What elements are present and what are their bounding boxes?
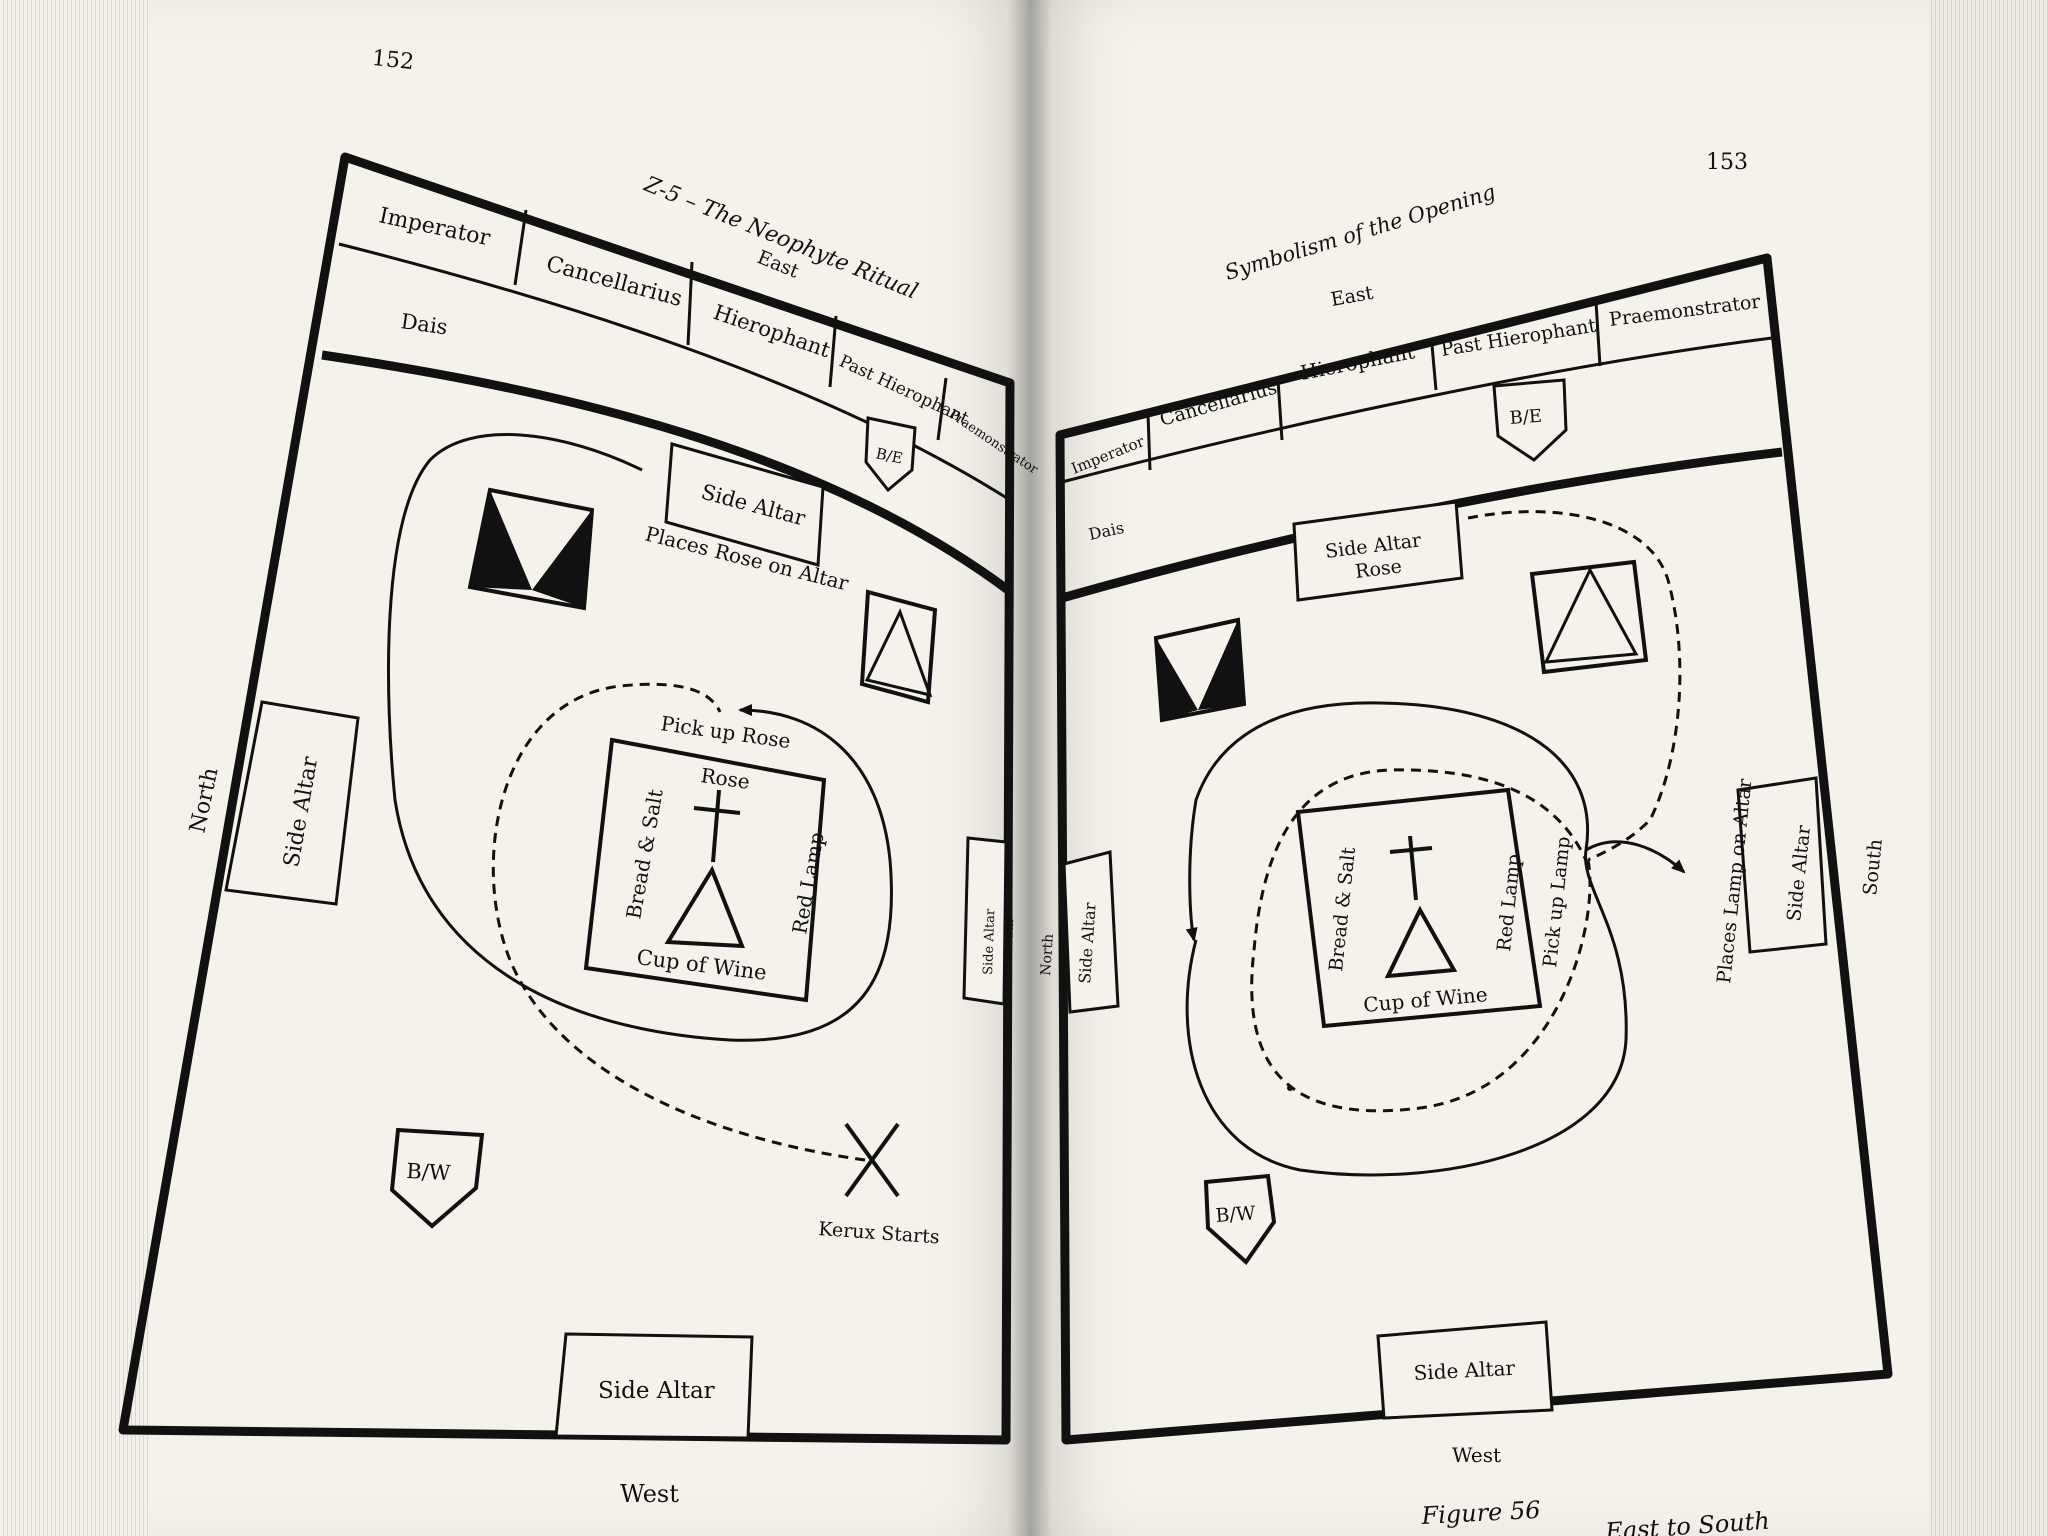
left-officer-hierophant: Hierophant	[710, 300, 833, 362]
right-side-altar-east: Side Altar Rose	[1292, 500, 1464, 602]
left-solid-path	[386, 433, 893, 1042]
right-black-pillar-icon	[1153, 617, 1247, 723]
right-dais-divider	[1146, 413, 1152, 471]
left-dais-inner-line	[338, 242, 1011, 502]
right-side-altar-north: Side Altar	[1062, 850, 1120, 1014]
right-lamp-arrow-path	[1585, 840, 1686, 874]
right-temple-outline	[1055, 253, 1893, 1445]
left-altar-cross-icon	[711, 789, 721, 863]
svg-text:B/E: B/E	[874, 444, 904, 467]
right-page	[1030, 0, 1930, 1536]
left-pick-up-rose-label: Pick up Rose	[659, 711, 792, 753]
left-direction-west: West	[620, 1480, 679, 1508]
svg-text:B/W: B/W	[1215, 1202, 1257, 1227]
left-side-altar-west: Side Altar	[554, 1332, 754, 1440]
right-side-altar-south: Side Altar	[1736, 776, 1828, 954]
left-dashed-path	[491, 682, 866, 1162]
right-figure-caption: Figure 56	[1420, 1496, 1541, 1530]
right-pick-up-lamp-label: Pick up Lamp	[1539, 835, 1575, 968]
left-dais-boundary	[321, 350, 1011, 594]
right-direction-north: North	[1038, 933, 1057, 976]
left-black-pillar-icon	[467, 487, 595, 611]
svg-text:Side Altar: Side Altar	[1413, 1356, 1516, 1385]
right-page-number: 153	[1706, 150, 1748, 175]
left-diagram	[118, 152, 1015, 1445]
left-white-pillar-icon	[859, 589, 938, 705]
left-side-altar-south: Side Altar	[962, 836, 1008, 1006]
right-dais-divider	[1430, 344, 1438, 391]
right-officer-cancellarius: Cancellarius	[1157, 376, 1279, 430]
svg-text:B/W: B/W	[406, 1159, 452, 1185]
left-officer-imperator: Imperator	[377, 203, 493, 251]
right-dashed-path	[1250, 510, 1682, 1113]
right-direction-south: South	[1859, 838, 1887, 897]
left-temple-outline	[118, 152, 1015, 1445]
left-direction-north: North	[185, 765, 223, 835]
left-pillar-bw-icon: B/W	[389, 1127, 485, 1229]
left-kerux-start-icon	[844, 1122, 900, 1198]
left-dais-divider	[686, 261, 694, 346]
left-central-altar: Rose Bread & Salt Red Lamp Cup of Wine	[583, 737, 829, 1003]
left-side-altar-north: Side Altar	[224, 700, 360, 906]
svg-text:Side Altar: Side Altar	[981, 908, 998, 975]
right-dais-divider	[1594, 301, 1602, 367]
right-solid-path	[1185, 701, 1628, 1177]
right-officer-hierophant: Hierophant	[1298, 339, 1416, 385]
left-direction-east: East	[754, 246, 802, 282]
right-side-altar-west: Side Altar	[1376, 1320, 1554, 1420]
left-kerux-starts-label: Kerux Starts	[818, 1218, 941, 1248]
left-dais-divider	[513, 209, 528, 286]
right-direction-west: West	[1452, 1443, 1501, 1467]
right-white-pillar-icon	[1529, 559, 1649, 675]
svg-text:B/E: B/E	[1509, 406, 1543, 429]
left-dais-divider	[936, 377, 948, 441]
left-dais-label: Dais	[399, 309, 449, 339]
right-start-dot	[1287, 1085, 1293, 1091]
left-altar-triangle-icon	[664, 865, 746, 949]
right-pillar-bw-icon: B/W	[1203, 1173, 1277, 1265]
right-altar-cross-icon	[1408, 835, 1418, 901]
right-pillar-be-icon: B/E	[1492, 378, 1568, 462]
right-dais-inner-line	[1061, 336, 1773, 484]
right-central-altar: Bread & Salt Red Lamp Cup of Wine	[1295, 787, 1543, 1029]
book-spine-shadow	[1008, 0, 1052, 1536]
right-altar-triangle-icon	[1384, 905, 1458, 979]
svg-text:Side Altar: Side Altar	[598, 1378, 715, 1404]
left-side-altar-east: Side Altar	[664, 442, 825, 567]
left-pillar-be-icon: B/E	[864, 416, 917, 493]
right-dais-label: Dais	[1087, 518, 1126, 544]
left-dais-divider	[828, 315, 838, 388]
right-dais-divider	[1276, 379, 1284, 441]
left-officer-praemonstrator: Praemonstrator	[946, 407, 1041, 478]
right-direction-east: East	[1329, 282, 1375, 311]
right-figure-caption-continued: East to South	[1603, 1507, 1770, 1536]
right-page-edges	[1920, 0, 2048, 1536]
left-direction-south: South	[1001, 919, 1016, 955]
